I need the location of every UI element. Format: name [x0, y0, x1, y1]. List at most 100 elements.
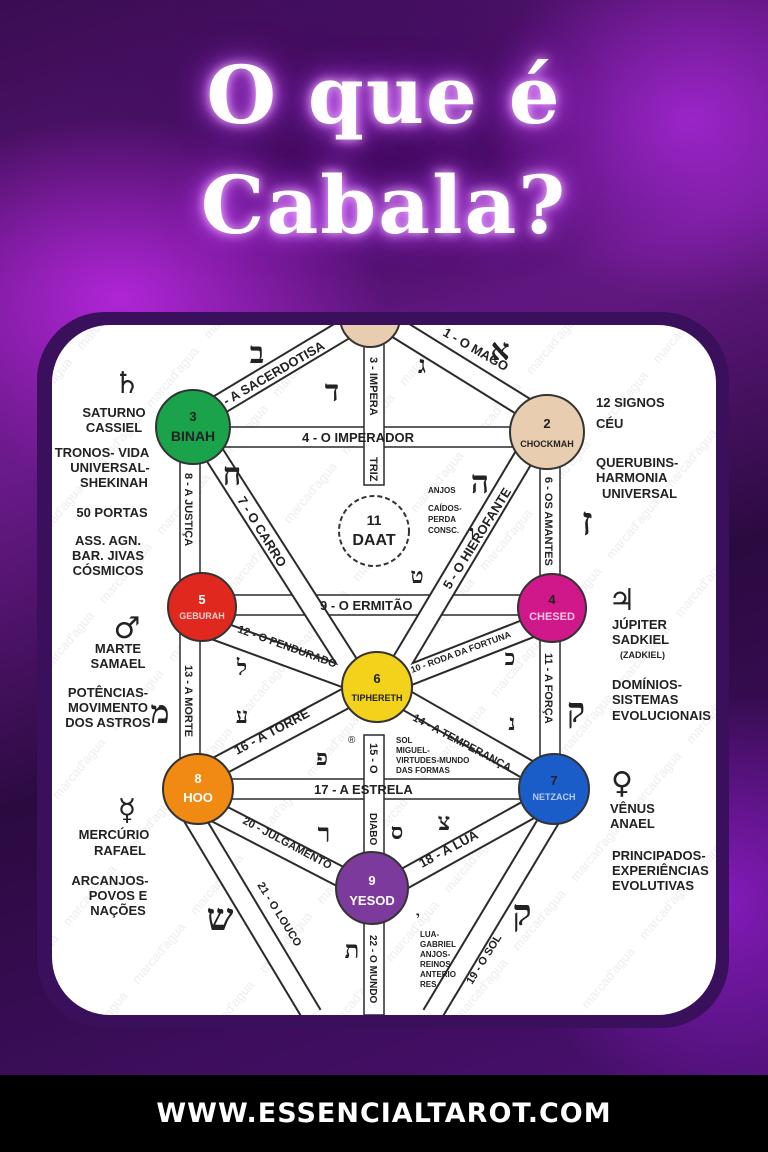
hebrew-letter: ו	[469, 520, 475, 546]
note-right: CÉU	[596, 416, 623, 431]
mars-icon: ♂	[114, 611, 141, 646]
geburah-number: 5	[198, 592, 205, 607]
note-center: ANJOS-	[420, 950, 451, 959]
netzach-name: NETZACH	[533, 792, 576, 802]
binah-name: BINAH	[171, 428, 215, 444]
path-label-4: 4 - O IMPERADOR	[302, 430, 415, 445]
note-left: DOS ASTROS	[65, 715, 151, 730]
note-center: SOL	[396, 736, 413, 745]
tree-of-life-diagram: marcad'agua	[52, 325, 716, 1015]
chesed-node	[517, 573, 587, 643]
hoo-number: 8	[194, 771, 201, 786]
hebrew-letter: ח	[223, 455, 242, 493]
note-left: NAÇÕES	[90, 903, 146, 918]
chockmah-number: 2	[543, 416, 550, 431]
tiphereth-node	[341, 651, 413, 723]
hebrew-letter: כ	[505, 645, 516, 671]
note-center: ANJOS	[428, 486, 456, 495]
yesod-number: 9	[368, 873, 375, 888]
note-center: DAS FORMAS	[396, 766, 450, 775]
daat-name: DAAT	[352, 532, 395, 549]
note-right: EVOLUCIONAIS	[612, 708, 711, 723]
tiphereth-name: TIPHERETH	[351, 693, 402, 703]
note-right: SISTEMAS	[612, 692, 679, 707]
hebrew-letter: א	[490, 333, 509, 368]
note-left: RAFAEL	[94, 843, 146, 858]
path-label-22: 22 - O MUNDO	[367, 935, 378, 1004]
website-url[interactable]: WWW.ESSENCIALTAROT.COM	[156, 1098, 612, 1129]
hebrew-letter: פ	[316, 745, 328, 771]
note-right: HARMONIA	[596, 470, 668, 485]
hebrew-letter: ס	[391, 819, 404, 845]
note-right: VÊNUS	[610, 801, 655, 816]
note-center: GABRIEL	[420, 940, 456, 949]
path-label-15: 15 - O	[367, 743, 379, 774]
note-center: CAÍDOS-	[428, 504, 462, 513]
hebrew-letter: ד	[325, 374, 339, 409]
tree-of-life-card: marcad'agua	[52, 325, 716, 1015]
path-label-13: 13 - A MORTE	[182, 665, 194, 737]
note-center: MIGUEL-	[396, 746, 430, 755]
path-label-triz: TRIZ	[367, 457, 379, 482]
registered-mark: ®	[348, 735, 356, 746]
band-3	[363, 325, 385, 486]
note-right: JÚPITER	[612, 617, 668, 632]
hebrew-letter: צ	[438, 807, 451, 836]
note-left: POVOS E	[89, 888, 148, 903]
hoo-name: HOO	[183, 790, 213, 805]
note-center: REINOS	[420, 960, 451, 969]
note-center: PERDA	[428, 515, 456, 524]
path-label-3: 3 - IMPERA	[367, 357, 379, 416]
title-line-1: O que é	[206, 48, 562, 142]
hebrew-letter: ע	[236, 703, 248, 729]
sephiroth: 3 BINAH 2 CHOCKMAH 11 DAAT 5 GEBURAH 4 C…	[155, 325, 590, 925]
geburah-node	[167, 572, 237, 642]
note-left: CASSIEL	[86, 420, 142, 435]
note-right: 12 SIGNOS	[596, 395, 665, 410]
hebrew-letter: מ	[151, 693, 170, 731]
note-right: QUERUBINS-	[596, 455, 678, 470]
note-center: CONSC.	[428, 526, 459, 535]
path-label-8: 8 - A JUSTIÇA	[182, 473, 194, 546]
hebrew-letter: נ	[508, 710, 515, 736]
netzach-node	[518, 753, 590, 825]
path-label-diabo: DIABO	[367, 813, 378, 845]
hebrew-letter: ק	[512, 892, 531, 934]
yesod-name: YESOD	[349, 893, 395, 908]
daat-node	[338, 495, 410, 567]
note-left: MOVIMENTO	[68, 700, 148, 715]
hoo-node	[162, 753, 234, 825]
kether-node	[340, 325, 400, 348]
note-left: SATURNO	[82, 405, 145, 420]
note-left: UNIVERSAL-	[70, 460, 149, 475]
note-right: EVOLUTIVAS	[612, 878, 694, 893]
note-left: TRONOS- VIDA	[55, 445, 150, 460]
note-left: MERCÚRIO	[79, 827, 150, 842]
footer-bar: WWW.ESSENCIALTAROT.COM	[0, 1075, 768, 1152]
chesed-name: CHESED	[529, 611, 575, 623]
note-center: VIRTUDES-MUNDO	[396, 756, 469, 765]
hebrew-letter: ב	[250, 336, 264, 371]
note-right: UNIVERSAL	[602, 486, 677, 501]
hebrew-letter: ל	[236, 655, 247, 681]
jupiter-icon: ♃	[609, 583, 636, 618]
venus-icon: ♀	[611, 766, 633, 801]
note-right: PRINCIPADOS-	[612, 848, 706, 863]
mercury-icon: ☿	[118, 793, 136, 828]
path-label-11: 11 - A FORÇA	[542, 653, 554, 724]
note-left: ASS. AGN.	[75, 533, 141, 548]
note-left: MARTE	[95, 641, 142, 656]
note-left: POTÊNCIAS-	[68, 685, 148, 700]
path-label-9: 9 - O ERMITÃO	[320, 598, 412, 613]
note-center: RES	[420, 980, 437, 989]
binah-node	[155, 389, 231, 465]
hebrew-letter: ר	[318, 819, 331, 849]
chesed-number: 4	[548, 592, 556, 607]
chockmah-name: CHOCKMAH	[520, 439, 574, 449]
yesod-node	[335, 851, 409, 925]
binah-number: 3	[189, 409, 196, 424]
note-right: ANAEL	[610, 816, 655, 831]
note-left: SHEKINAH	[80, 475, 148, 490]
note-right: DOMÍNIOS-	[612, 677, 682, 692]
note-left: 50 PORTAS	[76, 505, 148, 520]
